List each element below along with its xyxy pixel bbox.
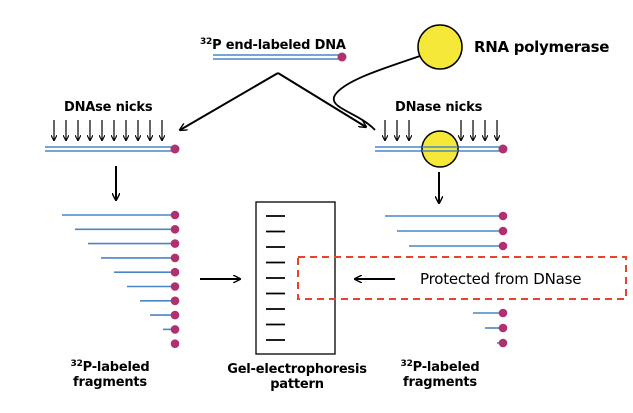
left-dna-strand — [45, 144, 180, 154]
label-dot — [498, 323, 508, 333]
label-dot — [170, 339, 180, 349]
label-dot — [170, 144, 180, 154]
top-dna-label: 32P end-labeled DNA — [200, 37, 346, 54]
label-dot — [498, 144, 508, 154]
label-dot — [498, 226, 508, 236]
gel-bands — [266, 215, 285, 341]
right-nick-arrows — [385, 120, 497, 140]
polymerase-binding-line — [332, 55, 421, 131]
label-dot — [170, 325, 180, 334]
fragment — [163, 325, 180, 334]
label-dot — [170, 282, 180, 291]
fragment — [75, 225, 180, 234]
label-dot — [170, 267, 180, 277]
protected-region-box — [297, 256, 627, 300]
fragment — [397, 226, 508, 236]
label-dot — [170, 310, 180, 320]
fragment — [409, 241, 508, 251]
label-dot — [498, 241, 508, 251]
fragment — [485, 323, 508, 333]
label-dot — [170, 225, 180, 234]
fragment — [385, 211, 508, 221]
arrow-to-left — [180, 72, 279, 130]
left-nick-arrows — [54, 120, 162, 140]
label-dot — [498, 211, 508, 221]
label-dot — [337, 52, 347, 62]
fragment — [88, 239, 180, 248]
right-fragments-ladder — [385, 211, 508, 348]
label-dot — [498, 338, 508, 348]
fragment — [170, 339, 180, 349]
left-fragments-label: 32P-labeled fragments — [70, 359, 150, 391]
rna-polymerase-label: RNA polymerase — [474, 38, 610, 56]
left-nicks-label: DNAse nicks — [64, 100, 153, 115]
right-dna-strand — [375, 130, 508, 168]
label-dot — [170, 210, 180, 220]
gel-label: Gel-electrophoresis pattern — [227, 362, 367, 392]
bound-polymerase-icon — [421, 130, 459, 168]
fragment — [101, 253, 180, 263]
fragment — [473, 308, 508, 318]
left-fragments-ladder — [62, 210, 180, 349]
right-nicks-label: DNase nicks — [395, 100, 483, 115]
fragment — [497, 338, 508, 348]
fragment — [140, 296, 180, 306]
label-dot — [498, 308, 508, 318]
right-fragments-label: 32P-labeled fragments — [400, 359, 480, 391]
fragment — [127, 282, 180, 291]
fragment — [150, 310, 180, 320]
protected-label: Protected from DNase — [420, 270, 582, 288]
fragment — [62, 210, 180, 220]
top-dna-strand — [213, 52, 347, 62]
fragment — [114, 267, 180, 277]
arrow-to-right — [277, 72, 366, 127]
rna-polymerase-icon — [417, 24, 463, 70]
label-dot — [170, 253, 180, 263]
label-dot — [170, 239, 180, 248]
label-dot — [170, 296, 180, 306]
